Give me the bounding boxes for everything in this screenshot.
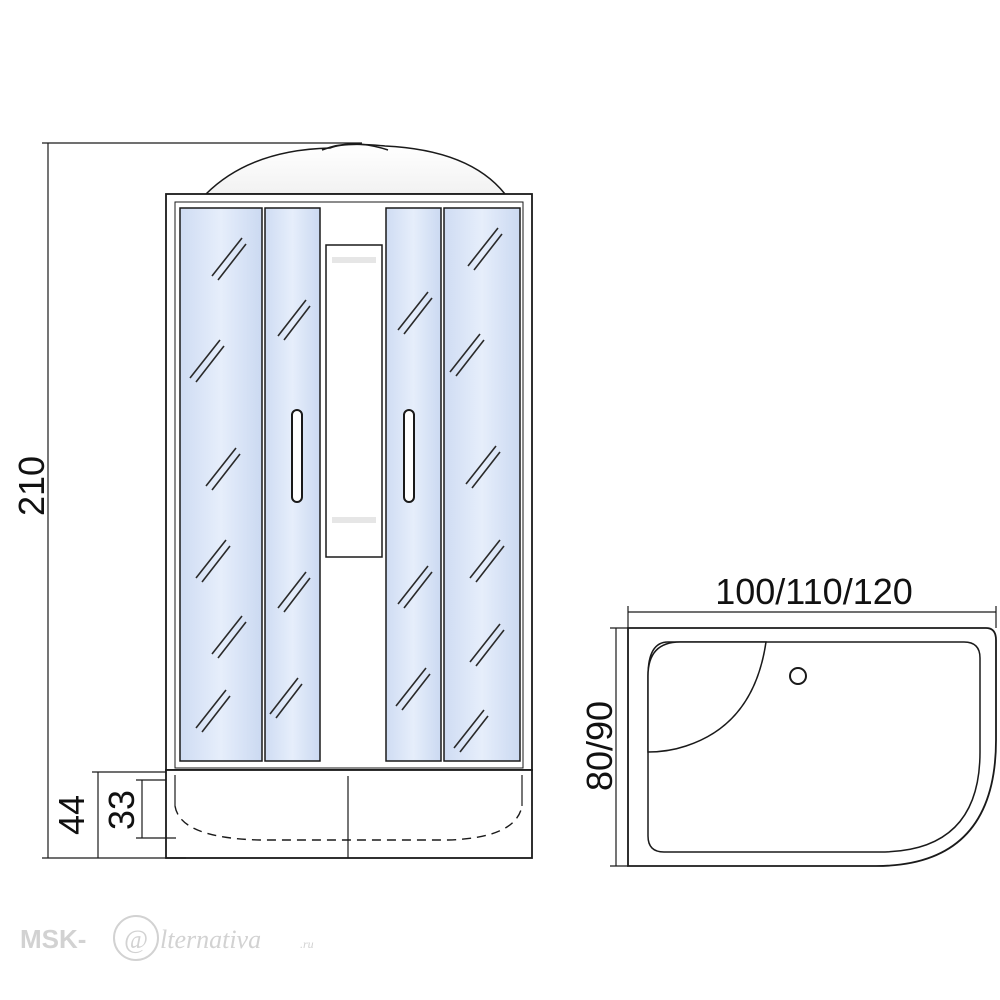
back-panel	[325, 244, 383, 558]
front-view	[165, 143, 533, 859]
drain-icon	[789, 667, 807, 685]
dim-tray-width: 100/110/120	[715, 571, 913, 612]
dim-height-total: 210	[11, 456, 52, 516]
tray-top-view	[627, 627, 997, 867]
dim-tray-depth: 80/90	[579, 701, 620, 791]
height-dimension-lines	[42, 142, 362, 859]
glass-panel-right-outer	[443, 207, 521, 762]
dim-tray-height: 44	[51, 795, 92, 835]
roof-vent	[321, 143, 389, 151]
door-handle-left	[291, 409, 303, 503]
tray-base	[165, 769, 533, 859]
roof-dome	[204, 143, 507, 195]
dim-tray-inner-height: 33	[101, 790, 142, 830]
tray-seat	[647, 641, 767, 753]
tray-dimension-lines	[610, 606, 997, 867]
tray-hidden-line	[174, 805, 523, 841]
glass-reflection-marks	[189, 227, 505, 753]
watermark-prefix: MSK-	[20, 924, 86, 954]
watermark-logo: MSK- @ lternativa .ru	[20, 915, 314, 961]
glass-panel-left-outer	[179, 207, 263, 762]
cabin-inner-frame	[174, 201, 524, 769]
watermark-suffix: .ru	[300, 937, 314, 951]
watermark-at: @	[124, 925, 148, 954]
watermark-word: lternativa	[160, 925, 261, 954]
door-handle-right	[403, 409, 415, 503]
